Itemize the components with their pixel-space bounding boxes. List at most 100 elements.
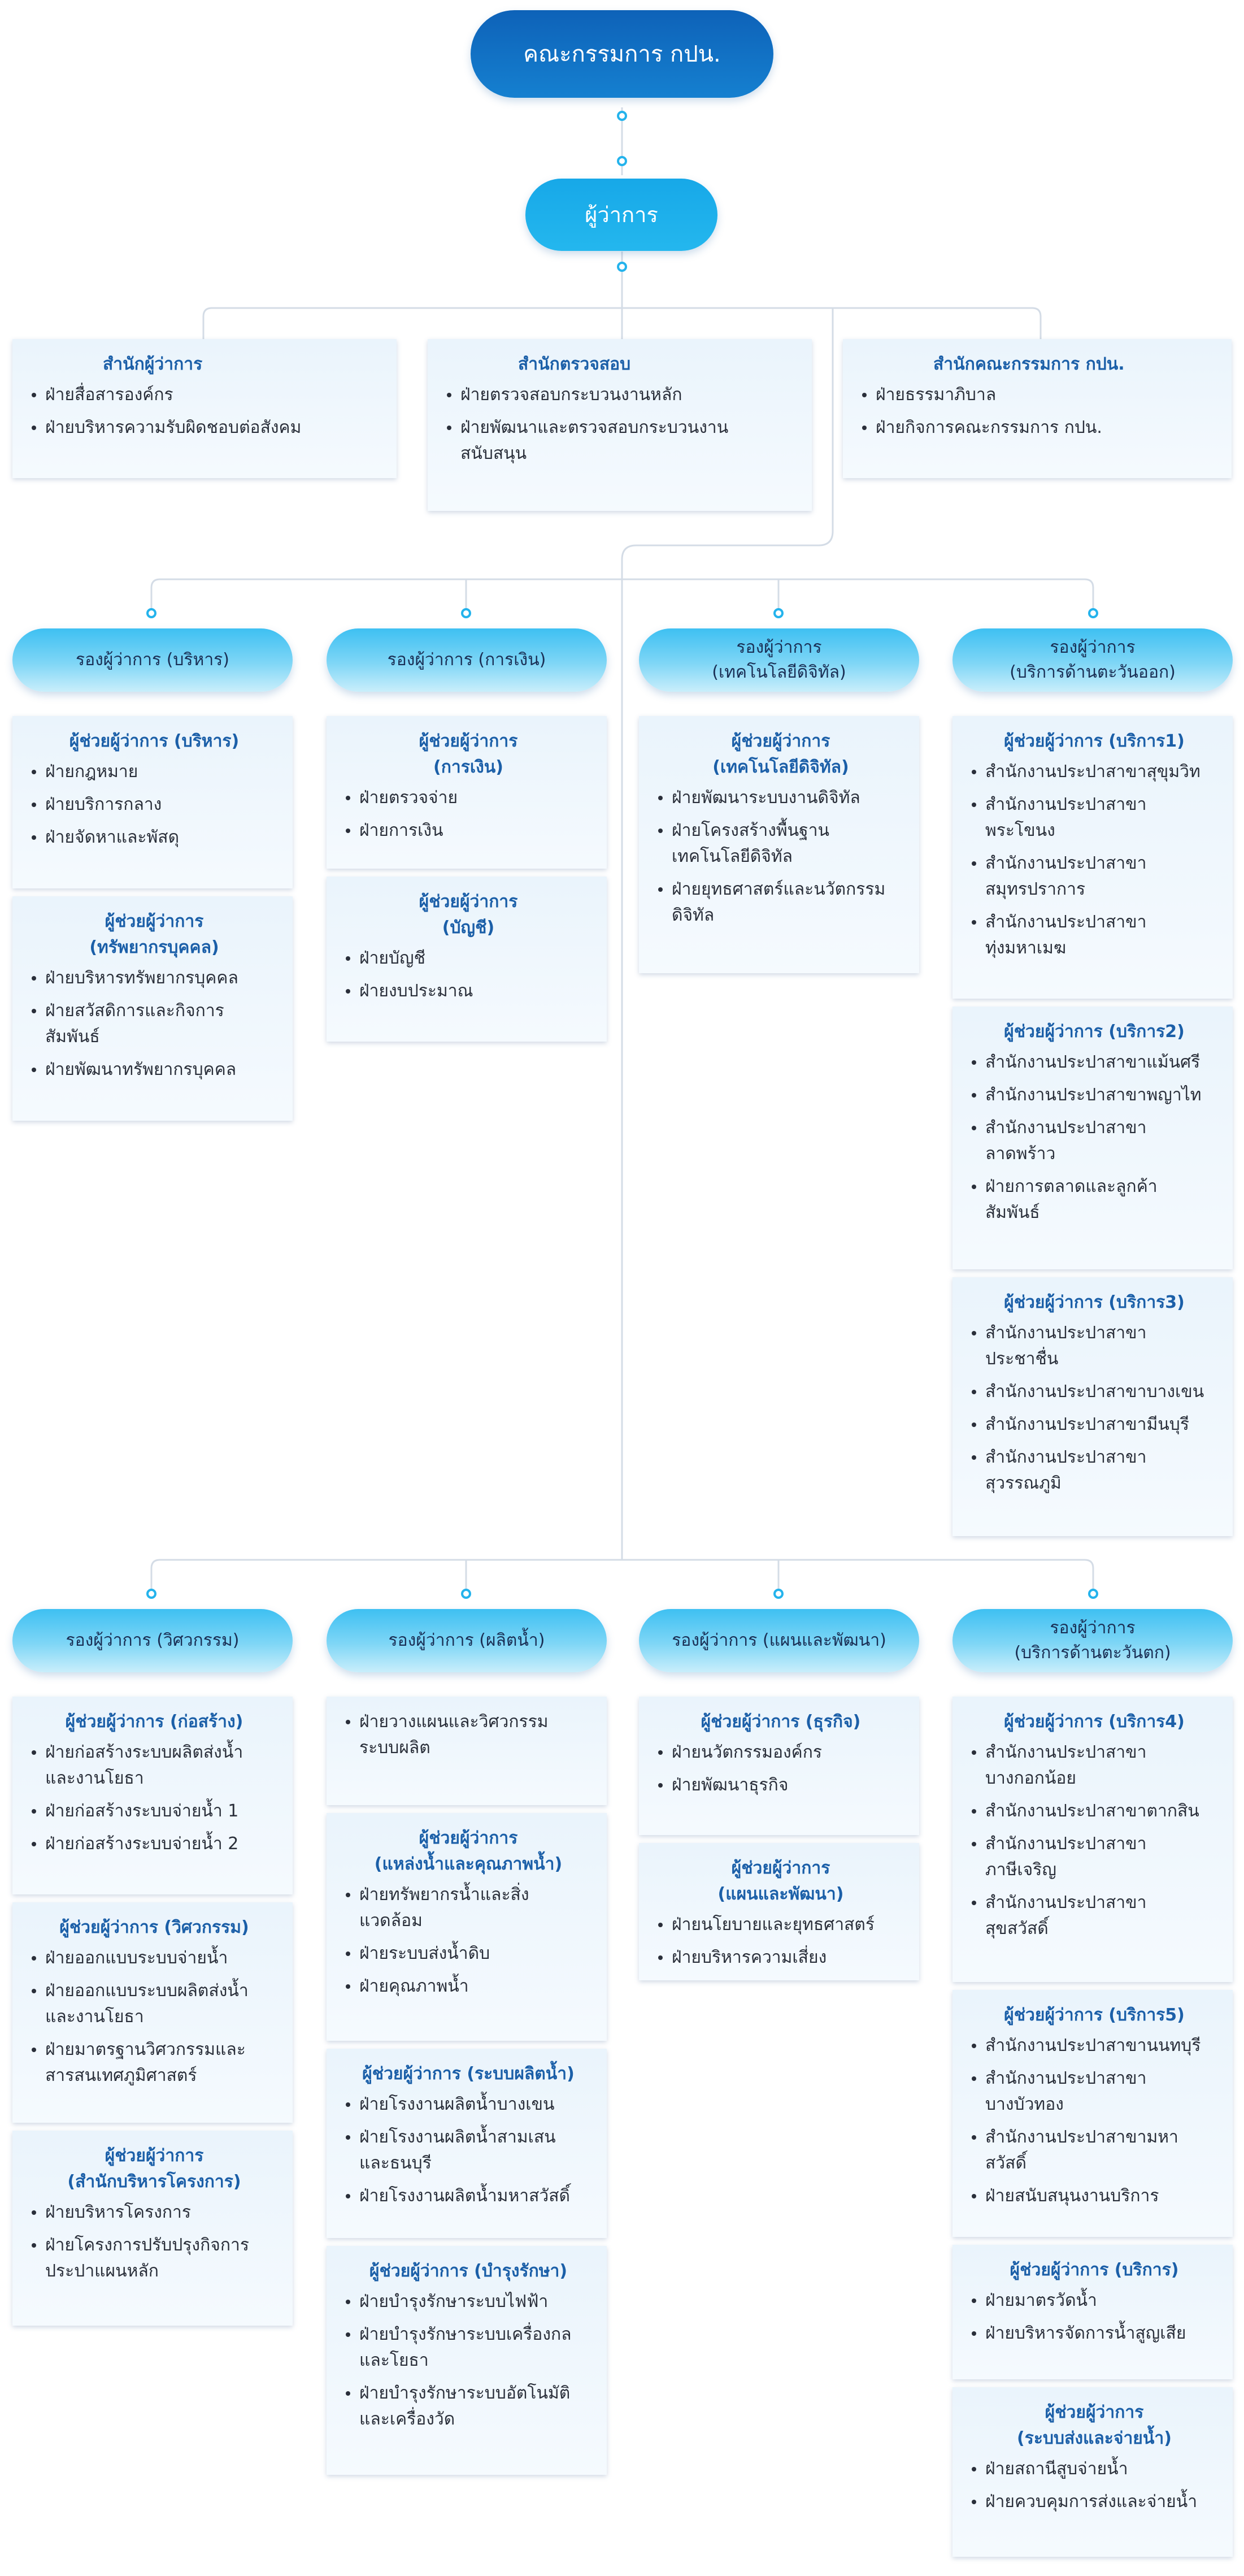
unit-item: สำนักงานประปาสาขา สุวรรณภูมิ [969,1445,1219,1497]
bottom-assistant-box-1-1: ผู้ช่วยผู้ว่าการ (ก่อสร้าง) ฝ่ายก่อสร้างร… [12,1697,293,1894]
office-box-1: สำนักผู้ว่าการฝ่ายสื่อสารองค์กรฝ่ายบริหา… [12,339,397,478]
bottom-assistant-box-2-3: ผู้ช่วยผู้ว่าการ (ระบบผลิตน้ำ)ฝ่ายโรงงาน… [327,2049,607,2238]
unit-item: ฝ่ายออกแบบระบบจ่ายน้ำ [29,1945,279,1971]
bottom-assistant-box-1-3: ผู้ช่วยผู้ว่าการ (สำนักบริหารโครงการ)ฝ่า… [12,2131,293,2326]
bottom-deputy-2: รองผู้ว่าการ (ผลิตน้ำ) [327,1609,607,1672]
unit-item: ฝ่ายบริหารความเสี่ยง [656,1945,906,1971]
top-deputy-2: รองผู้ว่าการ (การเงิน) [327,628,607,692]
unit-item: ฝ่ายโครงการปรับปรุงกิจการ ประปาแผนหลัก [29,2232,279,2284]
unit-item: ฝ่ายโรงงานผลิตน้ำบางเขน [343,2092,593,2118]
unit-item: สำนักงานประปาสาขามหา สวัสดิ์ [969,2124,1219,2176]
bottom-assistant-box-1-2: ผู้ช่วยผู้ว่าการ (วิศวกรรม) ฝ่ายออกแบบระบ… [12,1902,293,2123]
unit-list: ฝ่ายตรวจจ่ายฝ่ายการเงิน [343,785,593,844]
unit-item: สำนักงานประปาสาขาบางเขน [969,1379,1219,1405]
unit-item: ฝ่ายก่อสร้างระบบผลิตส่งน้ำ และงานโยธา [29,1740,279,1792]
bottom-deputy-4: รองผู้ว่าการ (บริการด้านตะวันตก) [952,1609,1233,1672]
unit-list: สำนักงานประปาสาขา บางกอกน้อยสำนักงานประป… [969,1740,1219,1942]
unit-title: สำนักผู้ว่าการ [103,354,203,374]
bottom-assistant-box-2-2: ผู้ช่วยผู้ว่าการ (แหล่งน้ำและคุณภาพน้ำ) ฝ… [327,1813,607,2041]
unit-title: ผู้ช่วยผู้ว่าการ (ทรัพยากรบุคคล) [89,912,219,957]
bottom-assistant-box-4-4: ผู้ช่วยผู้ว่าการ (ระบบส่งและจ่ายน้ำ)ฝ่าย… [952,2387,1233,2557]
unit-item: ฝ่ายควบคุมการส่งและจ่ายน้ำ [969,2489,1219,2515]
board-node: คณะกรรมการ กปน. [471,10,773,98]
bottom-assistant-box-2-4: ผู้ช่วยผู้ว่าการ (บำรุงรักษา) ฝ่ายบำรุงรั… [327,2246,607,2475]
unit-list: ฝ่ายสื่อสารองค์กรฝ่ายบริหารความรับผิดชอบ… [29,382,383,441]
unit-item: สำนักงานประปาสาขามีนบุรี [969,1412,1219,1438]
unit-title: ผู้ช่วยผู้ว่าการ (ธุรกิจ) [701,1712,861,1732]
top-deputy-1: รองผู้ว่าการ (บริหาร) [12,628,293,692]
bottom-deputy-3: รองผู้ว่าการ (แผนและพัฒนา) [639,1609,919,1672]
unit-item: ฝ่ายบริการกลาง [29,792,279,818]
unit-item: ฝ่ายตรวจสอบกระบวนงานหลัก [445,382,798,408]
unit-list: ฝ่ายตรวจสอบกระบวนงานหลักฝ่ายพัฒนาและตรวจ… [445,382,798,467]
unit-item: ฝ่ายการตลาดและลูกค้า สัมพันธ์ [969,1174,1219,1226]
unit-list: ฝ่ายออกแบบระบบจ่ายน้ำฝ่ายออกแบบระบบผลิตส… [29,1945,279,2089]
top-assistant-box-4-3: ผู้ช่วยผู้ว่าการ (บริการ3) สำนักงานประปาส… [952,1277,1233,1536]
office-box-2: สำนักตรวจสอบฝ่ายตรวจสอบกระบวนงานหลักฝ่าย… [428,339,812,511]
unit-item: ฝ่ายกิจการคณะกรรมการ กปน. [860,415,1218,441]
unit-item: ฝ่ายธรรมาภิบาล [860,382,1218,408]
unit-item: ฝ่ายกฎหมาย [29,759,279,785]
unit-item: ฝ่ายสถานีสูบจ่ายน้ำ [969,2456,1219,2482]
unit-title: ผู้ช่วยผู้ว่าการ (เทคโนโลยีดิจิทัล) [712,731,849,777]
unit-list: ฝ่ายก่อสร้างระบบผลิตส่งน้ำ และงานโยธาฝ่า… [29,1740,279,1857]
unit-list: ฝ่ายสถานีสูบจ่ายน้ำฝ่ายควบคุมการส่งและจ่… [969,2456,1219,2515]
unit-item: สำนักงานประปาสาขาสุขุมวิท [969,759,1219,785]
unit-list: ฝ่ายกฎหมายฝ่ายบริการกลางฝ่ายจัดหาและพัสด… [29,759,279,851]
unit-item: ฝ่ายสนับสนุนงานบริการ [969,2183,1219,2209]
unit-item: ฝ่ายโครงสร้างพื้นฐาน เทคโนโลยีดิจิทัล [656,818,906,870]
unit-title: ผู้ช่วยผู้ว่าการ (บำรุงรักษา) [369,2261,568,2281]
unit-item: สำนักงานประปาสาขา สมุทรปราการ [969,851,1219,903]
unit-list: สำนักงานประปาสาขาแม้นศรีสำนักงานประปาสาข… [969,1050,1219,1226]
unit-item: สำนักงานประปาสาขา บางกอกน้อย [969,1740,1219,1792]
unit-item: ฝ่ายทรัพยากรน้ำและสิ่ง แวดล้อม [343,1882,593,1934]
unit-item: ฝ่ายงบประมาณ [343,978,593,1004]
unit-item: ฝ่ายบำรุงรักษาระบบเครื่องกล และโยธา [343,2322,593,2374]
bottom-deputy-1: รองผู้ว่าการ (วิศวกรรม) [12,1609,293,1672]
unit-item: ฝ่ายบริหารความรับผิดชอบต่อสังคม [29,415,383,441]
unit-item: ฝ่ายบริหารทรัพยากรบุคคล [29,965,279,991]
top-assistant-box-1-1: ผู้ช่วยผู้ว่าการ (บริหาร) ฝ่ายกฎหมายฝ่ายบ… [12,716,293,888]
unit-item: ฝ่ายมาตรฐานวิศวกรรมและ สารสนเทศภูมิศาสตร… [29,2037,279,2089]
unit-title: ผู้ช่วยผู้ว่าการ (ก่อสร้าง) [65,1712,243,1732]
unit-title: ผู้ช่วยผู้ว่าการ (บริการ4) [1004,1712,1185,1732]
unit-title: ผู้ช่วยผู้ว่าการ (บริการ2) [1004,1022,1185,1042]
unit-list: ฝ่ายวางแผนและวิศวกรรม ระบบผลิต [343,1709,593,1761]
governor-node: ผู้ว่าการ [525,179,717,251]
unit-item: ฝ่ายบริหารโครงการ [29,2200,279,2226]
unit-list: สำนักงานประปาสาขา ประชาชื่นสำนักงานประปา… [969,1320,1219,1497]
bottom-assistant-box-4-3: ผู้ช่วยผู้ว่าการ (บริการ)ฝ่ายมาตรวัดน้ำฝ… [952,2245,1233,2379]
unit-title: สำนักตรวจสอบ [518,354,631,374]
unit-title: ผู้ช่วยผู้ว่าการ (บริการ) [1010,2260,1179,2280]
top-assistant-box-2-1: ผู้ช่วยผู้ว่าการ (การเงิน)ฝ่ายตรวจจ่ายฝ่… [327,716,607,869]
unit-title: ผู้ช่วยผู้ว่าการ (บริหาร) [69,731,240,751]
unit-item: ฝ่ายพัฒนาทรัพยากรบุคคล [29,1057,279,1083]
unit-item: ฝ่ายพัฒนาระบบงานดิจิทัล [656,785,906,811]
top-deputy-3: รองผู้ว่าการ (เทคโนโลยีดิจิทัล) [639,628,919,692]
unit-title: ผู้ช่วยผู้ว่าการ (วิศวกรรม) [59,1918,249,1937]
unit-item: สำนักงานประปาสาขา สุขสวัสดิ์ [969,1890,1219,1942]
unit-item: ฝ่ายสื่อสารองค์กร [29,382,383,408]
unit-title: สำนักคณะกรรมการ กปน. [933,354,1125,374]
bottom-assistant-box-2-1: ฝ่ายวางแผนและวิศวกรรม ระบบผลิต [327,1697,607,1805]
unit-item: ฝ่ายพัฒนาและตรวจสอบกระบวนงาน สนับสนุน [445,415,798,467]
unit-list: สำนักงานประปาสาขานนทบุรีสำนักงานประปาสาข… [969,2033,1219,2209]
unit-item: สำนักงานประปาสาขา ประชาชื่น [969,1320,1219,1372]
unit-item: ฝ่ายก่อสร้างระบบจ่ายน้ำ 2 [29,1831,279,1857]
unit-title: ผู้ช่วยผู้ว่าการ (บริการ1) [1004,731,1185,751]
unit-list: ฝ่ายบำรุงรักษาระบบไฟฟ้าฝ่ายบำรุงรักษาระบ… [343,2289,593,2432]
unit-title: ผู้ช่วยผู้ว่าการ (การเงิน) [419,731,518,777]
unit-item: สำนักงานประปาสาขา บางบัวทอง [969,2066,1219,2118]
unit-title: ผู้ช่วยผู้ว่าการ (แหล่งน้ำและคุณภาพน้ำ) [374,1828,563,1874]
unit-list: สำนักงานประปาสาขาสุขุมวิทสำนักงานประปาสา… [969,759,1219,961]
unit-title: ผู้ช่วยผู้ว่าการ (บริการ3) [1004,1293,1185,1312]
unit-item: ฝ่ายพัฒนาธุรกิจ [656,1772,906,1798]
unit-item: ฝ่ายมาตรวัดน้ำ [969,2288,1219,2314]
unit-item: สำนักงานประปาสาขา พระโขนง [969,792,1219,844]
top-assistant-box-2-2: ผู้ช่วยผู้ว่าการ (บัญชี)ฝ่ายบัญชีฝ่ายงบป… [327,877,607,1042]
unit-item: ฝ่ายบัญชี [343,946,593,972]
unit-item: ฝ่ายการเงิน [343,818,593,844]
unit-item: ฝ่ายตรวจจ่าย [343,785,593,811]
